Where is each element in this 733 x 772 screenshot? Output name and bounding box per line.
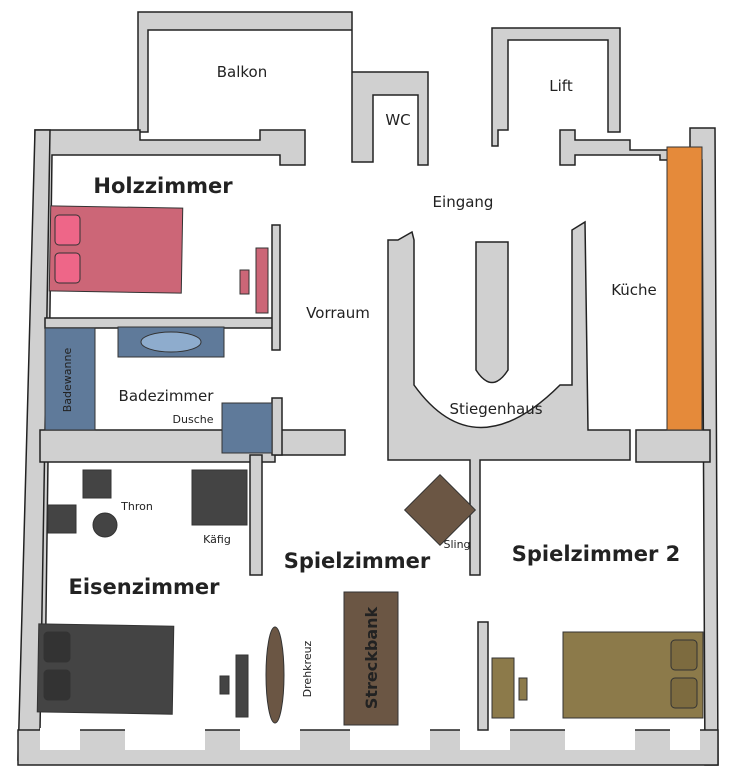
label-drehkreuz: Drehkreuz xyxy=(301,640,314,697)
kaefig xyxy=(191,469,248,526)
label-eisenzimmer: Eisenzimmer xyxy=(68,575,220,599)
window-bottom-6 xyxy=(565,728,635,750)
bad-wall-right xyxy=(271,397,283,456)
stiegenhaus-wall xyxy=(387,220,631,576)
vorraum-wall-left xyxy=(271,224,281,351)
block-2 xyxy=(47,504,77,534)
label-sling: Sling xyxy=(443,538,470,551)
sling xyxy=(403,473,477,547)
balkon-wall xyxy=(137,11,429,166)
stairs-center xyxy=(475,241,509,384)
label-lift: Lift xyxy=(549,77,573,95)
bed-eisen xyxy=(36,623,175,715)
lift-wall xyxy=(491,27,621,147)
label-holzzimmer: Holzzimmer xyxy=(93,174,233,198)
bad-sink xyxy=(140,331,202,353)
label-badewanne: Badewanne xyxy=(61,348,74,413)
window-bottom-2 xyxy=(125,728,205,750)
window-bottom-3 xyxy=(240,728,300,750)
label-vorraum: Vorraum xyxy=(306,304,370,322)
window-bottom-1 xyxy=(40,728,80,750)
eisen-wall-right xyxy=(249,454,263,576)
label-eingang: Eingang xyxy=(433,193,494,211)
bench-sz2 xyxy=(491,657,515,719)
window-bottom-7 xyxy=(670,728,700,750)
stool-sz2 xyxy=(518,677,528,701)
streckbank xyxy=(343,591,399,726)
kitchen-counter xyxy=(666,146,703,431)
window-bottom-5 xyxy=(460,728,510,750)
bench-holz xyxy=(255,247,269,314)
sz2-wall-left xyxy=(477,621,489,731)
bad-wall-bottom xyxy=(39,429,346,463)
pillow-sz2-2 xyxy=(670,677,698,709)
label-spielzimmer: Spielzimmer xyxy=(284,549,431,573)
stool-holz xyxy=(239,269,250,295)
thron xyxy=(92,512,118,538)
pillow-sz2-1 xyxy=(670,639,698,671)
pillow-holz-1 xyxy=(54,214,81,246)
pillow-eisen-2 xyxy=(43,669,71,701)
label-badezimmer: Badezimmer xyxy=(119,387,215,405)
badewanne xyxy=(44,327,96,431)
drehkreuz xyxy=(265,626,285,724)
pillow-holz-2 xyxy=(54,252,81,284)
label-kaefig: Käfig xyxy=(203,533,231,546)
label-thron: Thron xyxy=(120,500,153,513)
block-1 xyxy=(82,469,112,499)
label-streckbank: Streckbank xyxy=(362,606,381,709)
label-wc: WC xyxy=(385,111,410,129)
bed-holzzimmer xyxy=(48,205,184,294)
dusche xyxy=(221,402,273,454)
pillow-eisen-1 xyxy=(43,631,71,663)
label-dusche: Dusche xyxy=(173,413,214,426)
label-stiegenhaus: Stiegenhaus xyxy=(449,400,542,418)
bench-eisen xyxy=(235,654,249,718)
stool-eisen xyxy=(219,675,230,695)
kitchen-wall-bottom xyxy=(635,429,711,463)
label-spielzimmer2: Spielzimmer 2 xyxy=(512,542,681,566)
label-balkon: Balkon xyxy=(217,63,268,81)
label-kueche: Küche xyxy=(611,281,657,299)
window-bottom-4 xyxy=(350,728,430,750)
